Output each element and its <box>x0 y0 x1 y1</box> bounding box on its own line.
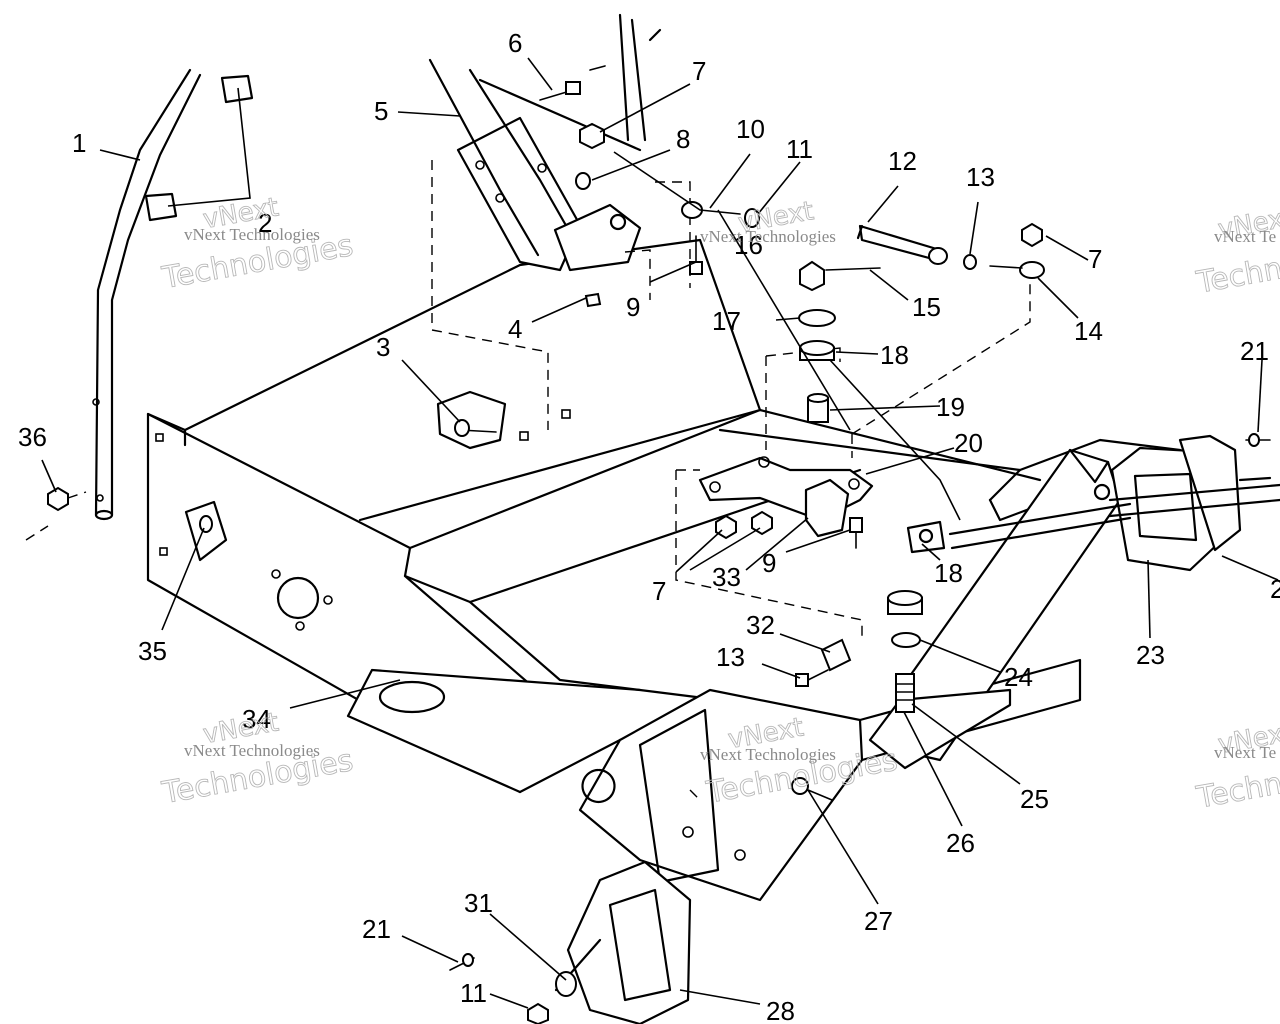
label-part-27: 27 <box>864 906 893 936</box>
label-part-2-right: 2 <box>1270 574 1280 604</box>
watermark-small-upper-center: vNext Technologies <box>700 227 836 246</box>
label-part-2: 2 <box>258 208 272 238</box>
bearing-housing-lower <box>554 860 692 1024</box>
label-part-36: 36 <box>18 422 47 452</box>
label-part-16: 16 <box>734 230 763 260</box>
label-part-35: 35 <box>138 636 167 666</box>
label-part-1: 1 <box>72 128 86 158</box>
label-part-7-lower: 7 <box>652 576 666 606</box>
label-part-18-lower: 18 <box>934 558 963 588</box>
label-part-25: 25 <box>1020 784 1049 814</box>
label-part-21-lower: 21 <box>362 914 391 944</box>
tube-bushings <box>144 74 254 222</box>
watermark-small-lower-left: vNext Technologies <box>184 741 320 760</box>
steering-bracket <box>428 13 691 430</box>
part-number-labels: 1 2 3 4 5 6 7 8 9 10 11 12 13 7 14 15 16… <box>18 28 1280 1024</box>
label-part-10: 10 <box>736 114 765 144</box>
label-part-6: 6 <box>508 28 522 58</box>
label-part-11-lower: 11 <box>460 978 487 1008</box>
label-part-15: 15 <box>912 292 941 322</box>
watermark-small-lower-center: vNext Technologies <box>700 745 836 764</box>
label-part-7-right: 7 <box>1088 244 1102 274</box>
label-part-28: 28 <box>766 996 795 1024</box>
label-part-18-upper: 18 <box>880 340 909 370</box>
label-part-4: 4 <box>508 314 522 344</box>
label-part-9-lower: 9 <box>762 548 776 578</box>
label-part-19: 19 <box>936 392 965 422</box>
bearing-housing-right <box>1108 434 1280 572</box>
label-part-31: 31 <box>464 888 493 918</box>
watermark-small-lower-right: vNext Te <box>1214 743 1276 762</box>
label-part-8: 8 <box>676 124 690 154</box>
watermark-small-upper-left: vNext Technologies <box>184 225 320 244</box>
label-part-33: 33 <box>712 562 741 592</box>
label-part-32: 32 <box>746 610 775 640</box>
tie-rod-linkage <box>675 201 1132 640</box>
steering-tube <box>92 68 202 521</box>
label-part-7-top: 7 <box>692 56 706 86</box>
label-part-9-upper: 9 <box>626 292 640 322</box>
label-part-13-lower: 13 <box>716 642 745 672</box>
label-part-5: 5 <box>374 96 388 126</box>
label-part-3: 3 <box>376 332 390 362</box>
leader-lines <box>41 57 1279 1009</box>
label-part-14: 14 <box>1074 316 1103 346</box>
label-part-23: 23 <box>1136 640 1165 670</box>
hardware <box>25 65 1271 1024</box>
label-part-24: 24 <box>1004 662 1033 692</box>
label-part-13-upper: 13 <box>966 162 995 192</box>
label-part-12: 12 <box>888 146 917 176</box>
label-part-21-right: 21 <box>1240 336 1269 366</box>
label-part-20: 20 <box>954 428 983 458</box>
label-part-17: 17 <box>712 306 741 336</box>
label-part-26: 26 <box>946 828 975 858</box>
watermark-small-upper-right: vNext Te <box>1214 227 1276 246</box>
label-part-11-upper: 11 <box>786 134 813 164</box>
label-part-34: 34 <box>242 704 271 734</box>
